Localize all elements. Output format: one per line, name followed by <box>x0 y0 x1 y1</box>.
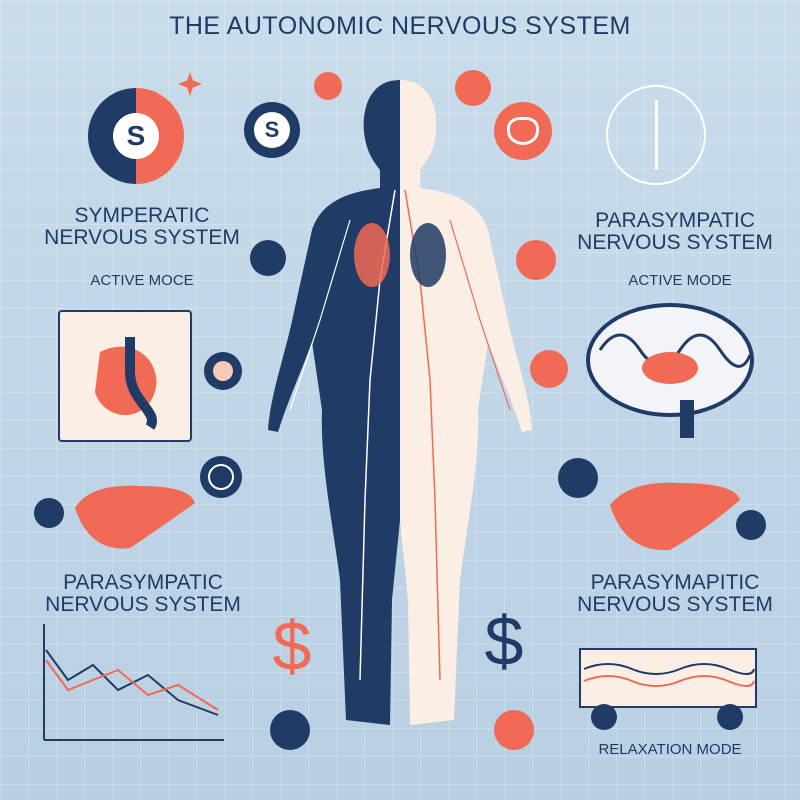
right-lower-line2: NERVOUS SYSTEM <box>577 593 773 617</box>
liver-shape-right <box>610 482 740 551</box>
bird-icon <box>530 350 568 388</box>
eye-inner <box>213 361 233 381</box>
s-icon-circle: S <box>244 102 300 158</box>
relaxation-mode-label: RELAXATION MODE <box>598 741 742 758</box>
nerve-arm-left <box>289 219 351 411</box>
s-badge-inner: S <box>113 113 159 159</box>
body-navy-half <box>268 80 400 725</box>
human-body-figure <box>268 80 532 725</box>
right-system-line1: PARASYMPATIC <box>595 209 755 232</box>
lung-left <box>354 223 390 287</box>
organ-outline <box>507 117 539 145</box>
bottom-right-icon <box>494 710 534 750</box>
organ-vessel <box>125 337 157 430</box>
chart-line-navy <box>45 649 219 716</box>
left-system-line1: SYMPERATIC <box>74 204 210 227</box>
wheel-inner <box>208 464 234 490</box>
right-system-title: PARASYMPATIC NERVOUS SYSTEM <box>560 209 790 255</box>
left-dollar-icon: $ <box>272 607 312 685</box>
chart-line-coral <box>45 659 219 711</box>
right-drop-icon <box>736 510 766 540</box>
page-title: THE AUTONOMIC NERVOUS SYSTEM <box>169 12 631 40</box>
relaxation-cart-icon <box>579 648 757 730</box>
left-lower-title: PARASYMPATIC NERVOUS SYSTEM <box>28 571 258 617</box>
left-system-title: SYMPERATIC NERVOUS SYSTEM <box>42 204 242 250</box>
left-lower-line1: PARASYMPATIC <box>63 571 223 594</box>
body-light-half <box>400 80 532 725</box>
right-lower-title: PARASYMAPITIC NERVOUS SYSTEM <box>560 571 790 617</box>
right-dollar-icon: $ <box>484 602 524 680</box>
left-lower-line2: NERVOUS SYSTEM <box>45 593 241 617</box>
caduceus-staff <box>654 100 658 170</box>
figure-icon <box>455 70 491 106</box>
brain-icon <box>586 303 754 438</box>
brain-fold <box>598 333 752 368</box>
coral-dot-icon <box>314 72 342 100</box>
left-chart-icon <box>43 624 224 741</box>
left-liver-icon <box>75 485 195 549</box>
right-mode-label: ACTIVE MODE <box>628 272 732 289</box>
liver-shape-left <box>75 485 195 549</box>
cart-wheel-left <box>591 704 617 730</box>
cart-wave-1 <box>583 663 755 675</box>
bottom-left-icon <box>270 710 310 750</box>
sympathetic-badge: S <box>88 88 184 184</box>
heart-organ-card <box>58 310 192 442</box>
left-drop-icon <box>34 498 64 528</box>
cart-wave-2 <box>583 675 755 687</box>
s-letter: S <box>126 120 146 151</box>
cart-wheel-right <box>717 704 743 730</box>
brain-stem <box>680 400 694 438</box>
right-lower-line1: PARASYMAPITIC <box>590 571 760 594</box>
caduceus-icon <box>606 85 706 185</box>
wheel-icon <box>200 456 242 498</box>
heart-organ-icon <box>95 337 157 430</box>
symbol-icon <box>250 240 286 276</box>
nerve-arm-right <box>449 219 511 411</box>
s-icon-inner: S <box>254 112 290 148</box>
lung-right <box>410 223 446 287</box>
brain-core <box>642 352 698 384</box>
flower-icon <box>516 240 556 280</box>
eye-icon <box>204 352 242 390</box>
pen-icon <box>558 458 598 498</box>
s-letter-2: S <box>264 117 280 142</box>
organ-icon <box>494 102 552 160</box>
right-liver-icon <box>610 482 740 551</box>
left-mode-label: ACTIVE MOCE <box>90 272 194 289</box>
cart-box <box>579 648 757 708</box>
right-system-line2: NERVOUS SYSTEM <box>577 231 773 255</box>
left-system-line2: NERVOUS SYSTEM <box>44 226 240 250</box>
